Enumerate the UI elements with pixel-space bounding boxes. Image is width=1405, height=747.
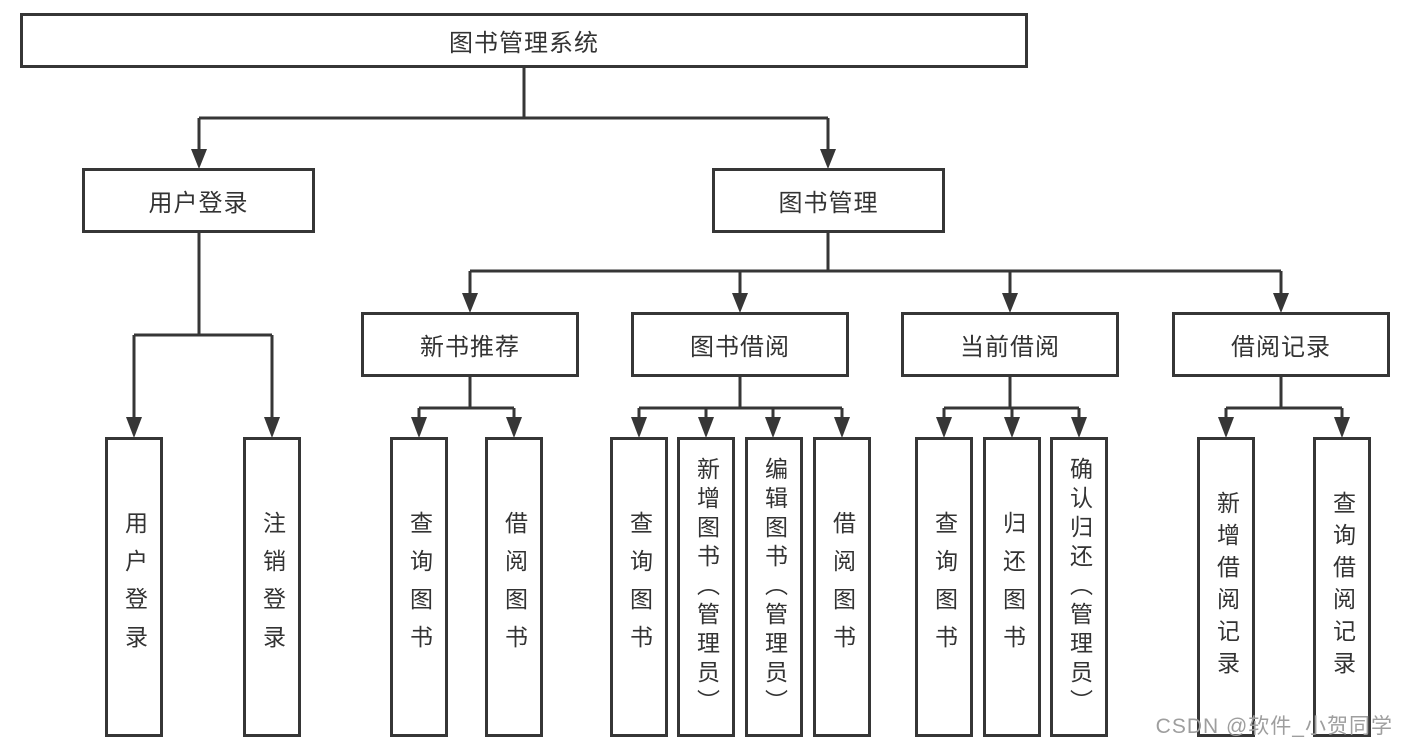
csdn-watermark: CSDN @软件_小贺同学 <box>1155 715 1393 738</box>
connector-root-to-level2 <box>191 68 836 169</box>
arrowhead <box>191 149 207 169</box>
node-leaf-borrow-book-2: 借阅图书 <box>813 437 871 737</box>
arrowhead <box>936 417 952 438</box>
leaf-label: 查询图书 <box>931 511 958 663</box>
connector-current-borrow-to-leaves <box>936 377 1087 438</box>
node-leaf-logout: 注销登录 <box>243 437 301 737</box>
node-book-borrow: 图书借阅 <box>631 312 849 377</box>
node-leaf-confirm-return-admin: 确认归还（管理员） <box>1050 437 1108 737</box>
leaf-label: 查询图书 <box>626 511 653 663</box>
node-book-management: 图书管理 <box>712 168 945 233</box>
connector-book-management-to-level3 <box>462 233 1289 313</box>
arrowhead <box>820 149 836 169</box>
arrowhead <box>411 417 427 438</box>
connector-borrow-record-to-leaves <box>1218 377 1350 438</box>
node-new-book-recommend: 新书推荐 <box>361 312 579 377</box>
arrowhead <box>765 417 781 438</box>
node-leaf-edit-book-admin: 编辑图书（管理员） <box>745 437 803 737</box>
arrowhead <box>1218 417 1234 438</box>
leaf-label: 新增图书（管理员） <box>693 456 720 718</box>
arrowhead <box>1273 293 1289 313</box>
connector-book-borrow-to-leaves <box>631 377 850 438</box>
arrowhead <box>462 293 478 313</box>
arrowhead <box>732 293 748 313</box>
connector-user-login-to-leaves <box>126 233 280 438</box>
leaf-label: 用户登录 <box>121 511 148 663</box>
connector-new-book-recommend-to-leaves <box>411 377 522 438</box>
arrowhead <box>506 417 522 438</box>
leaf-label: 注销登录 <box>259 511 286 663</box>
leaf-label: 查询借阅记录 <box>1329 491 1356 683</box>
node-leaf-add-book-admin: 新增图书（管理员） <box>677 437 735 737</box>
node-current-borrow: 当前借阅 <box>901 312 1119 377</box>
arrowhead <box>1334 417 1350 438</box>
node-leaf-borrow-book-1: 借阅图书 <box>485 437 543 737</box>
node-library-management-system: 图书管理系统 <box>20 13 1028 68</box>
arrowhead <box>631 417 647 438</box>
arrowhead <box>1004 417 1020 438</box>
arrowhead <box>126 417 142 438</box>
arrowhead <box>834 417 850 438</box>
arrowhead <box>1002 293 1018 313</box>
node-leaf-query-borrow-record: 查询借阅记录 <box>1313 437 1371 737</box>
arrowhead <box>1071 417 1087 438</box>
leaf-label: 新增借阅记录 <box>1213 491 1240 683</box>
node-leaf-query-book-2: 查询图书 <box>610 437 668 737</box>
arrowhead <box>698 417 714 438</box>
node-user-login: 用户登录 <box>82 168 315 233</box>
node-leaf-user-login: 用户登录 <box>105 437 163 737</box>
leaf-label: 查询图书 <box>406 511 433 663</box>
leaf-label: 归还图书 <box>999 511 1026 663</box>
arrowhead <box>264 417 280 438</box>
node-borrow-record: 借阅记录 <box>1172 312 1390 377</box>
node-leaf-add-borrow-record: 新增借阅记录 <box>1197 437 1255 737</box>
leaf-label: 借阅图书 <box>501 511 528 663</box>
node-leaf-return-book: 归还图书 <box>983 437 1041 737</box>
leaf-label: 确认归还（管理员） <box>1066 456 1093 718</box>
node-leaf-query-book-3: 查询图书 <box>915 437 973 737</box>
node-leaf-query-book-1: 查询图书 <box>390 437 448 737</box>
leaf-label: 借阅图书 <box>829 511 856 663</box>
leaf-label: 编辑图书（管理员） <box>761 456 788 718</box>
